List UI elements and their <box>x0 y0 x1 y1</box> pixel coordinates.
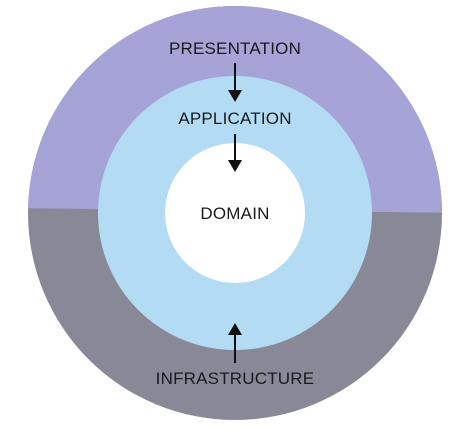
infrastructure-label: INFRASTRUCTURE <box>156 369 315 388</box>
application-label: APPLICATION <box>178 109 291 128</box>
presentation-label: PRESENTATION <box>169 39 301 58</box>
application-to-domain-arrow <box>228 134 242 172</box>
presentation-to-application-arrow <box>228 63 242 102</box>
domain-core <box>165 143 305 283</box>
domain-label: DOMAIN <box>200 204 269 223</box>
infrastructure-to-application-arrow <box>228 323 242 363</box>
arrows <box>228 63 242 363</box>
